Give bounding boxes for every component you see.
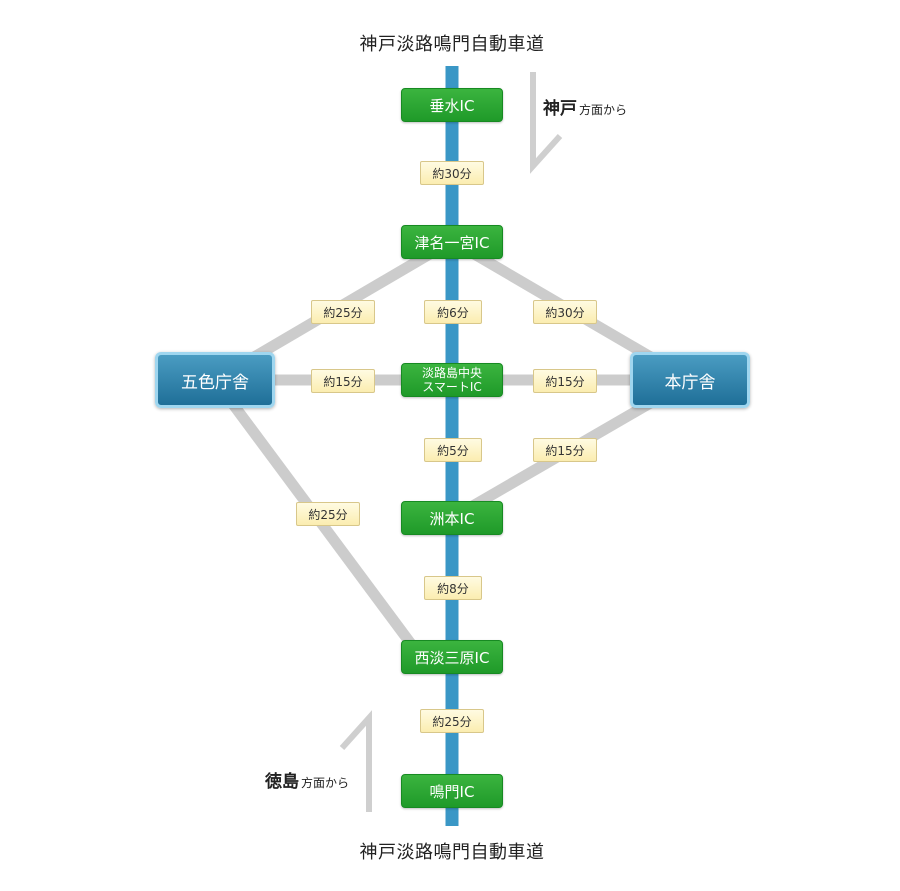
ic-nishiawaji-mihara: 西淡三原IC bbox=[401, 640, 503, 674]
office-goshiki: 五色庁舎 bbox=[155, 352, 275, 408]
ic-awajishima-chuo-smart: 淡路島中央 スマートIC bbox=[401, 363, 503, 397]
time-goshiki-nishiawaji: 約25分 bbox=[296, 502, 360, 526]
direction-kobe-label: 神戸方面から bbox=[543, 94, 627, 119]
time-nishiawaji-naruto: 約25分 bbox=[420, 709, 484, 733]
direction-kobe-place: 神戸 bbox=[543, 99, 577, 119]
ic-tsuna-ichinomiya: 津名一宮IC bbox=[401, 225, 503, 259]
ic-naruto: 鳴門IC bbox=[401, 774, 503, 808]
time-honcho-sumoto: 約15分 bbox=[533, 438, 597, 462]
time-tsuna-goshiki: 約25分 bbox=[311, 300, 375, 324]
time-sumoto-nishiawaji: 約8分 bbox=[424, 576, 482, 600]
arrow-from-tokushima bbox=[339, 710, 372, 812]
highway-name-bottom: 神戸淡路鳴門自動車道 bbox=[359, 842, 545, 863]
direction-kobe-suffix: 方面から bbox=[579, 103, 628, 117]
time-tsuna-smart: 約6分 bbox=[424, 300, 482, 324]
direction-tokushima-label: 徳島方面から bbox=[265, 767, 349, 792]
time-smart-sumoto: 約5分 bbox=[424, 438, 482, 462]
time-tsuna-honcho: 約30分 bbox=[533, 300, 597, 324]
time-tarumi-tsuna: 約30分 bbox=[420, 161, 484, 185]
arrow-from-kobe bbox=[530, 72, 563, 174]
ic-tarumi: 垂水IC bbox=[401, 88, 503, 122]
office-honcho: 本庁舎 bbox=[630, 352, 750, 408]
time-goshiki-smart: 約15分 bbox=[311, 369, 375, 393]
ic-smart-line1: 淡路島中央 bbox=[421, 366, 482, 380]
direction-tokushima-suffix: 方面から bbox=[301, 776, 350, 790]
time-smart-honcho: 約15分 bbox=[533, 369, 597, 393]
direction-tokushima-place: 徳島 bbox=[265, 772, 299, 792]
ic-smart-line2: スマートIC bbox=[422, 380, 482, 394]
ic-sumoto: 洲本IC bbox=[401, 501, 503, 535]
highway-name-top: 神戸淡路鳴門自動車道 bbox=[359, 34, 545, 55]
